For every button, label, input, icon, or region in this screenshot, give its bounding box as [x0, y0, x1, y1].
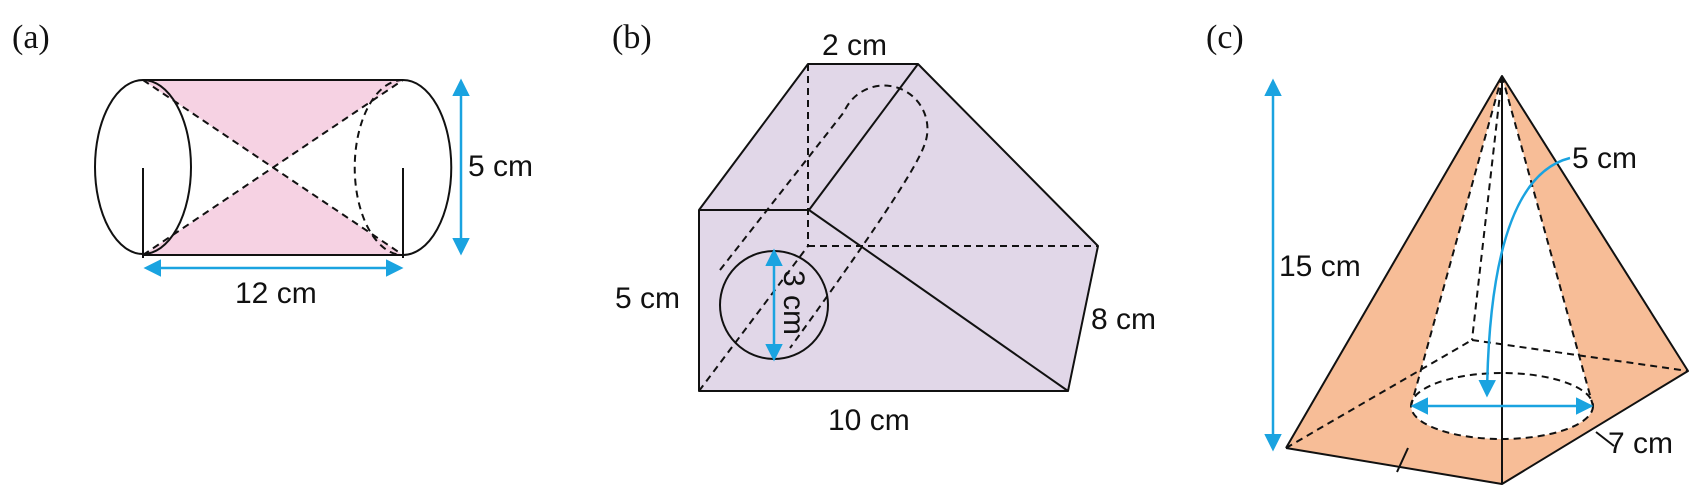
- cylinder-right-face-visible: [402, 79, 453, 256]
- pyramid-outline: [1285, 75, 1689, 485]
- prism-hidden-diagonal: [698, 245, 809, 392]
- prism-right-label: 8 cm: [1091, 303, 1156, 336]
- prism-front-slant-edge: [808, 209, 1069, 392]
- prism-bottom-label: 10 cm: [828, 404, 910, 437]
- cone-slant-arrow: [1478, 156, 1571, 398]
- hole-diameter-label: 3 cm: [777, 270, 810, 335]
- base-tick-left: [1396, 447, 1409, 473]
- figure-c-pyramid: (c) 15 cm 5 cm 7 cm: [1206, 19, 1689, 485]
- cone-left-slant: [1410, 75, 1503, 407]
- figure-b-tag: (b): [612, 19, 652, 56]
- cone-slant-label: 5 cm: [1572, 142, 1637, 175]
- figure-b-prism: (b) 2 cm 5 cm 10 cm 8 cm 3 cm: [612, 19, 1156, 437]
- pyramid-height-label: 15 cm: [1279, 250, 1361, 283]
- cylinder-shaded-region-bottom: [143, 168, 403, 255]
- cylinder-length-label: 12 cm: [235, 277, 317, 310]
- prism-slope-face: [809, 64, 1098, 391]
- prism-top-label: 2 cm: [822, 29, 887, 62]
- cylinder-diagonal-2: [142, 79, 404, 256]
- cylinder-right-face-hidden: [353, 79, 404, 256]
- cone-right-slant: [1501, 75, 1594, 407]
- base-tick-right: [1595, 431, 1615, 447]
- figure-c-tag: (c): [1206, 19, 1244, 56]
- cylinder-shaded-region-top: [143, 80, 403, 168]
- pyramid-base-label: 7 cm: [1608, 427, 1673, 460]
- cylinder-height-label: 5 cm: [468, 150, 533, 183]
- prism-left-label: 5 cm: [615, 282, 680, 315]
- prism-tunnel-hidden: [719, 84, 929, 349]
- figure-a-cylinder: (a) 5 cm 12 cm: [12, 19, 533, 310]
- figure-a-tag: (a): [12, 19, 50, 56]
- pyramid-hidden-edge: [1471, 75, 1503, 341]
